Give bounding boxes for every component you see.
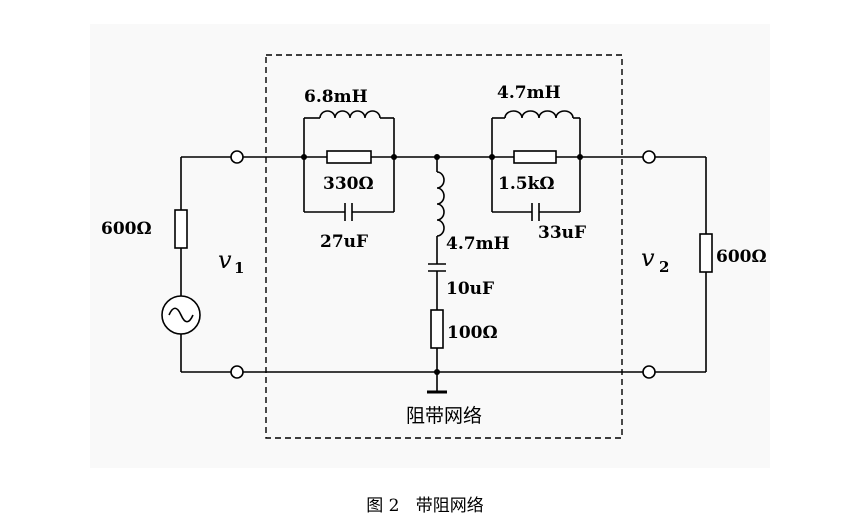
label-c1: 27uF <box>320 232 368 252</box>
label-r2: 1.5kΩ <box>498 174 555 194</box>
terminal-in-top <box>230 150 244 164</box>
resistor-shunt <box>430 309 444 349</box>
label-r-source: 600Ω <box>101 219 152 239</box>
source-resistor <box>174 209 188 249</box>
figure-background <box>90 24 770 468</box>
label-r1: 330Ω <box>323 174 374 194</box>
v2-symbol: v <box>641 244 655 272</box>
label-r-shunt: 100Ω <box>447 323 498 343</box>
load-resistor <box>699 233 713 273</box>
ac-wave-icon <box>168 307 194 323</box>
v1-subscript: 1 <box>234 259 244 277</box>
terminal-in-bottom <box>230 365 244 379</box>
label-l1: 6.8mH <box>304 87 368 107</box>
label-l-shunt: 4.7mH <box>446 234 510 254</box>
inductor-l1 <box>319 110 381 119</box>
label-r-load: 600Ω <box>716 247 767 267</box>
resistor-r2 <box>513 150 557 164</box>
terminal-out-top <box>642 150 656 164</box>
inductor-shunt <box>436 171 445 237</box>
label-c-shunt: 10uF <box>446 279 494 299</box>
inductor-l2 <box>504 110 574 119</box>
v2-subscript: 2 <box>659 258 669 276</box>
v1-symbol: v <box>218 246 232 274</box>
label-l2: 4.7mH <box>497 83 561 103</box>
label-c2: 33uF <box>538 223 586 243</box>
figure-caption: 图 2 带阻网络 <box>366 496 484 516</box>
resistor-r1 <box>326 150 372 164</box>
network-title: 阻带网络 <box>406 405 482 427</box>
terminal-out-bottom <box>642 365 656 379</box>
junction-dots <box>301 154 583 375</box>
